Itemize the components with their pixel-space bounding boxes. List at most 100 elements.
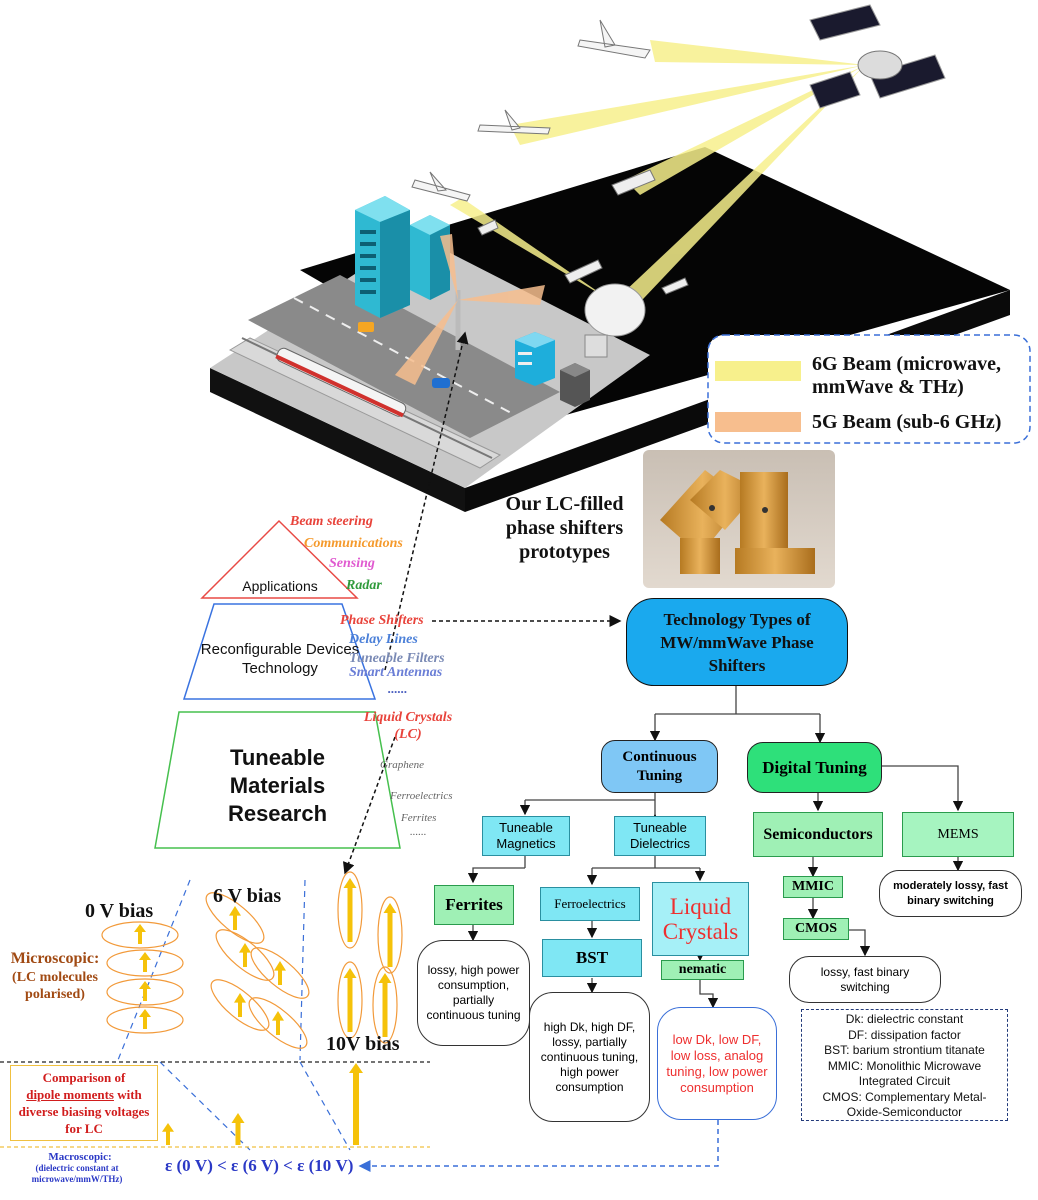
tree-root-node: Technology Types of MW/mmWave Phase Shif… <box>626 598 848 686</box>
epsilon-relation: ε (0 V) < ε (6 V) < ε (10 V) <box>165 1156 354 1175</box>
material-item-graphene: Graphene <box>380 759 424 771</box>
comparison-underlined: dipole moments <box>26 1087 114 1102</box>
app-item-beam-steering: Beam steering <box>290 514 373 529</box>
legend-5g-swatch <box>715 412 801 432</box>
lc-molecule-6v <box>210 979 270 1031</box>
satellite <box>809 4 946 109</box>
train <box>275 347 407 418</box>
device-item-delay-lines: Delay Lines <box>349 632 418 647</box>
glossary-df: DF: dissipation factor <box>848 1027 961 1042</box>
bias-0v-label: 0 V bias <box>85 900 154 922</box>
building-short <box>410 215 450 300</box>
dipole-arrow-6v <box>234 993 246 1017</box>
material-item-lc: Liquid Crystals (LC) <box>363 710 453 742</box>
arrow-to-macroscopic <box>358 1120 719 1172</box>
ship-small <box>477 219 499 236</box>
macro-arrow-6v <box>231 1113 245 1145</box>
dipole-arrow-0v <box>134 924 146 944</box>
car <box>432 378 450 388</box>
ship-large <box>611 169 656 196</box>
app-item-sensing: Sensing <box>329 556 375 571</box>
legend-6g-label: 6G Beam (microwave, mmWave & THz) <box>812 353 1002 398</box>
dipole-arrow-6v <box>272 1011 284 1035</box>
building-tall <box>355 196 410 318</box>
bst-note: high Dk, high DF, lossy, partially conti… <box>529 992 650 1122</box>
pyramid-devices-shape <box>182 603 377 700</box>
pyramid-materials-label: Tuneable Materials Research <box>227 745 328 826</box>
lc-molecule-10v <box>372 966 398 1044</box>
glossary-cmos: CMOS: Complementary Metal-Oxide-Semicond… <box>822 1089 987 1120</box>
ship-medium <box>564 259 603 284</box>
lc-molecule-6v <box>205 892 265 944</box>
dipole-arrow-6v <box>274 961 286 985</box>
lc-molecule-10v <box>337 871 363 949</box>
lc-molecule-0v <box>106 1006 184 1034</box>
tuneable-dielectrics-node: Tuneable Dielectrics <box>614 816 706 856</box>
liquid-crystals-node: Liquid Crystals <box>652 882 749 956</box>
material-item-ferrites: Ferrites <box>401 812 437 824</box>
lc-molecule-6v <box>215 929 275 981</box>
microscopic-label: Microscopic: <box>10 950 100 967</box>
nematic-node: nematic <box>661 960 744 980</box>
cmos-node: CMOS <box>783 918 849 940</box>
material-item-more: ...... <box>410 826 427 838</box>
lc-panel-dividers <box>117 879 351 1151</box>
dipole-arrow-10v <box>343 968 357 1032</box>
glossary-mmic: MMIC: Monolithic Microwave Integrated Ci… <box>827 1058 982 1089</box>
macroscopic-sublabel: (dielectric constant at microwave/mmW/TH… <box>31 1163 123 1184</box>
macro-arrow-10v <box>349 1063 363 1145</box>
dipole-arrow-6v <box>239 943 251 967</box>
device-item-phase-shifters: Phase Shifters <box>340 613 424 628</box>
dipole-arrow-0v <box>139 1009 151 1029</box>
macroscopic-label: Macroscopic: <box>48 1151 112 1163</box>
dipole-arrow-10v <box>383 903 397 967</box>
legend-6g-swatch <box>715 361 801 381</box>
material-item-ferroelectrics: Ferroelectrics <box>390 790 453 802</box>
comparison-pre: Comparison of <box>42 1070 126 1085</box>
dipole-arrow-0v <box>139 981 151 1001</box>
ship-boat <box>661 277 689 295</box>
truck <box>358 322 374 332</box>
dipole-arrow-6v <box>229 906 241 930</box>
app-item-communications: Communications <box>304 536 403 551</box>
mmic-node: MMIC <box>783 876 843 898</box>
legend-5g-label: 5G Beam (sub-6 GHz) <box>812 411 1002 433</box>
pyramid-materials-shape <box>154 711 401 849</box>
continuous-tuning-node: Continuous Tuning <box>601 740 718 793</box>
glossary-box: Dk: dielectric constant DF: dissipation … <box>801 1009 1008 1121</box>
bias-10v-label: 10V bias <box>326 1033 400 1055</box>
lc-molecule-0v <box>101 921 179 949</box>
macro-arrow-0v <box>162 1123 174 1145</box>
mems-node: MEMS <box>902 812 1014 857</box>
glossary-bst: BST: barium strontium titanate <box>824 1043 985 1057</box>
arrow-to-scene <box>384 331 469 671</box>
bst-node: BST <box>542 939 642 977</box>
airplane-lower <box>411 171 471 202</box>
comparison-box: Comparison of dipole moments with divers… <box>10 1065 158 1141</box>
airplane-upper <box>477 109 551 135</box>
dipole-arrow-0v <box>139 952 151 972</box>
glossary-dk: Dk: dielectric constant <box>845 1012 964 1026</box>
ferroelectrics-node: Ferroelectrics <box>540 887 640 921</box>
ferrites-node: Ferrites <box>434 885 514 925</box>
pyramid-applications-label: Applications <box>242 578 318 594</box>
app-item-radar: Radar <box>346 578 382 593</box>
mems-note: moderately lossy, fast binary switching <box>879 870 1022 917</box>
ferrites-note: lossy, high power consumption, partially… <box>417 940 530 1046</box>
pyramid-applications-shape <box>200 519 359 599</box>
lc-molecule-10v <box>377 896 403 974</box>
space-shuttle <box>577 19 651 59</box>
satellite-dish <box>584 283 646 358</box>
prototype-photo <box>643 450 835 588</box>
lc-molecule-0v <box>106 978 184 1006</box>
bias-6v-label: 6 V bias <box>213 885 282 907</box>
beam-5g-group <box>395 234 545 385</box>
lc-molecule-6v <box>248 997 308 1049</box>
microscopic-sublabel: (LC molecules polarised) <box>12 970 98 1002</box>
pyramid-devices-label: Reconfigurable Devices Technology <box>200 641 360 677</box>
building-small <box>560 363 590 407</box>
cmos-note: lossy, fast binary switching <box>789 956 941 1003</box>
arrow-to-lc <box>342 736 396 875</box>
lc-molecules <box>101 871 403 1145</box>
